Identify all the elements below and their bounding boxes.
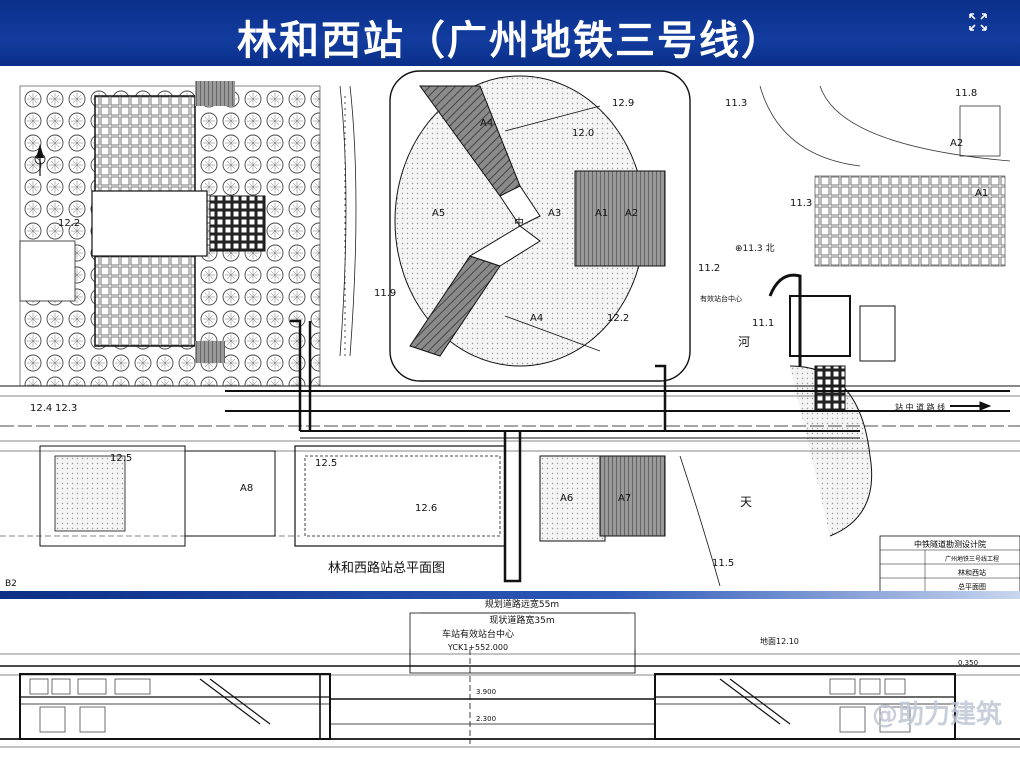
label-a5: A5 <box>432 208 445 219</box>
label-elevation-top: 地面12.10 <box>760 636 799 646</box>
level-11-9: 11.9 <box>374 288 396 299</box>
label-a1: A1 <box>595 208 608 219</box>
label-road-right: 站 中 道 路 线 <box>895 402 945 412</box>
title-block-sheet: 总平面图 <box>958 582 986 591</box>
level-12-3: 12.3 <box>55 403 77 414</box>
label-bei: ⊕11.3 北 <box>735 243 774 254</box>
plan-caption: 林和西路站总平面图 <box>328 560 445 576</box>
title-block-drawing: 林和西站 <box>958 568 986 577</box>
label-dim-c: 0.350 <box>958 659 978 667</box>
right-block <box>759 85 1011 267</box>
title-block: 中铁隧道勘测设计院 广州地铁三号线工程 林和西站 总平面图 <box>879 535 1020 595</box>
level-12-2-mid: 12.2 <box>607 313 629 324</box>
site-plan-drawing: 中铁隧道勘测设计院 广州地铁三号线工程 林和西站 总平面图 A4 A5 A3 A… <box>0 66 1020 596</box>
label-he: 河 <box>738 335 750 349</box>
station-section-drawing: 规划道路远宽55m 现状道路宽35m 车站有效站台中心 YCK1+552.000… <box>0 599 1020 768</box>
level-11-3-top: 11.3 <box>725 98 747 109</box>
label-a2: A2 <box>625 208 638 219</box>
label-tian: 天 <box>740 495 752 509</box>
label-chainage: YCK1+552.000 <box>447 643 508 652</box>
station-box <box>0 319 1020 583</box>
level-11-8: 11.8 <box>955 88 977 99</box>
level-12-0: 12.0 <box>572 128 594 139</box>
level-11-5: 11.5 <box>712 558 734 569</box>
level-12-2-left: 12.2 <box>58 218 80 229</box>
lower-buildings <box>0 445 721 587</box>
label-road-planned: 规划道路远宽55m <box>485 599 559 610</box>
level-12-5-small: 12.5 <box>315 458 337 469</box>
page-title: 林和西站（广州地铁三号线） <box>237 18 783 64</box>
label-b2: B2 <box>5 579 17 589</box>
title-block-org: 中铁隧道勘测设计院 <box>914 539 986 549</box>
label-a6: A6 <box>560 493 573 504</box>
title-banner: 林和西站（广州地铁三号线） <box>0 0 1020 66</box>
label-a7: A7 <box>618 493 631 504</box>
label-platform-center: 车站有效站台中心 <box>442 628 514 640</box>
left-plaza <box>19 81 321 387</box>
level-12-4: 12.4 <box>30 403 52 414</box>
label-dim-b: 2.300 <box>476 715 496 723</box>
level-11-2: 11.2 <box>698 263 720 274</box>
label-platform-center-plan: 有效站台中心 <box>700 294 742 303</box>
label-a1-right: A1 <box>975 188 988 199</box>
level-12-9: 12.9 <box>612 98 634 109</box>
expand-icon[interactable] <box>968 12 988 32</box>
title-block-project: 广州地铁三号线工程 <box>945 555 999 563</box>
label-zhong: 中 <box>514 216 524 229</box>
label-a8: A8 <box>240 483 253 494</box>
level-12-6: 12.6 <box>415 503 437 514</box>
level-12-5: 12.5 <box>110 453 132 464</box>
level-11-3-mid: 11.3 <box>790 198 812 209</box>
label-road-current: 现状道路宽35m <box>489 614 554 626</box>
label-a4-top: A4 <box>480 118 493 129</box>
level-11-1: 11.1 <box>752 318 774 329</box>
watermark: @助力建筑 <box>871 700 1002 730</box>
central-plaza <box>389 70 691 382</box>
label-a3: A3 <box>548 208 561 219</box>
label-a2-right: A2 <box>950 138 963 149</box>
label-dim-a: 3.900 <box>476 688 496 696</box>
section-divider <box>0 591 1020 599</box>
label-a4-bottom: A4 <box>530 313 543 324</box>
